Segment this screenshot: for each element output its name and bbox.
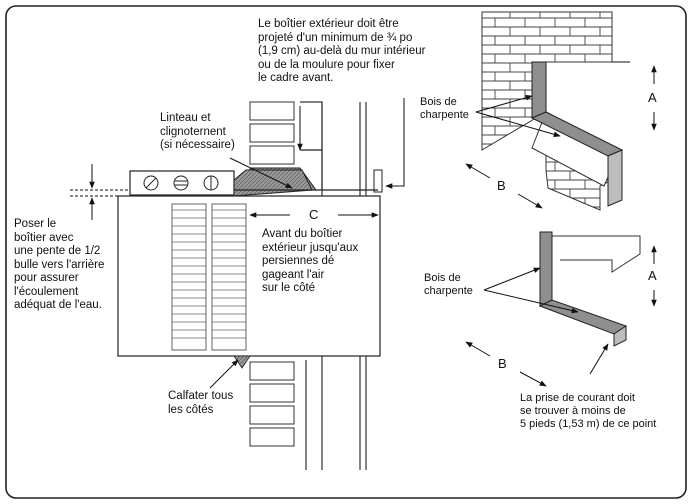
- control-knob-2-icon: [173, 175, 189, 191]
- frame-border: [5, 5, 687, 499]
- dimension-c-label: C: [309, 207, 319, 222]
- callout-leaders: [209, 98, 405, 389]
- outlet-leader: [589, 343, 609, 375]
- framing-top-leaders: [475, 95, 561, 137]
- slope-indicator: [70, 164, 130, 220]
- framing-vertical-top: [531, 61, 547, 119]
- dimension-b-bottom-line: [465, 341, 547, 387]
- dimension-b-top-label: B: [497, 178, 506, 193]
- wall-opening-isometric-top: [465, 11, 657, 211]
- sleeve-top: [233, 169, 313, 197]
- brick-column-top: [249, 101, 295, 165]
- dimension-b-bottom-label: B: [498, 356, 507, 371]
- slope-note: Poser le boîtier avec une pente de 1/2 b…: [14, 218, 105, 311]
- wall-opening-isometric-bottom: [465, 231, 657, 387]
- framing-bottom-leaders: [483, 267, 579, 314]
- framing-sill-bottom: [538, 299, 628, 335]
- front-case-note: Avant du boîtier extérieur jusqu'aux per…: [262, 228, 359, 294]
- dimension-a-bottom-label: A: [648, 268, 657, 283]
- lintel-note: Linteau et clignoternent (si nécessaire): [160, 112, 235, 151]
- framing-vertical-bottom: [539, 231, 553, 307]
- dimension-a-top-label: A: [648, 90, 657, 105]
- outer-case-note: Le boîtier extérieur doit être projeté d…: [258, 18, 426, 84]
- control-knob-1-icon: [143, 175, 159, 191]
- ac-unit: [117, 169, 381, 369]
- front-frame: [373, 169, 383, 193]
- dimension-b-top-line: [465, 163, 543, 209]
- framing-top-label: Bois de charpente: [420, 96, 469, 121]
- outlet-note: La prise de courant doit se trouver à mo…: [520, 392, 657, 430]
- brick-column-bottom: [249, 361, 295, 447]
- louvre-lines: [172, 209, 246, 339]
- unit-body: [117, 195, 381, 357]
- framing-bottom-label: Bois de charpente: [424, 272, 473, 297]
- control-knob-3-icon: [203, 175, 219, 191]
- front-grille: [171, 203, 247, 351]
- caulk-note: Calfater tous les côtés: [168, 390, 234, 416]
